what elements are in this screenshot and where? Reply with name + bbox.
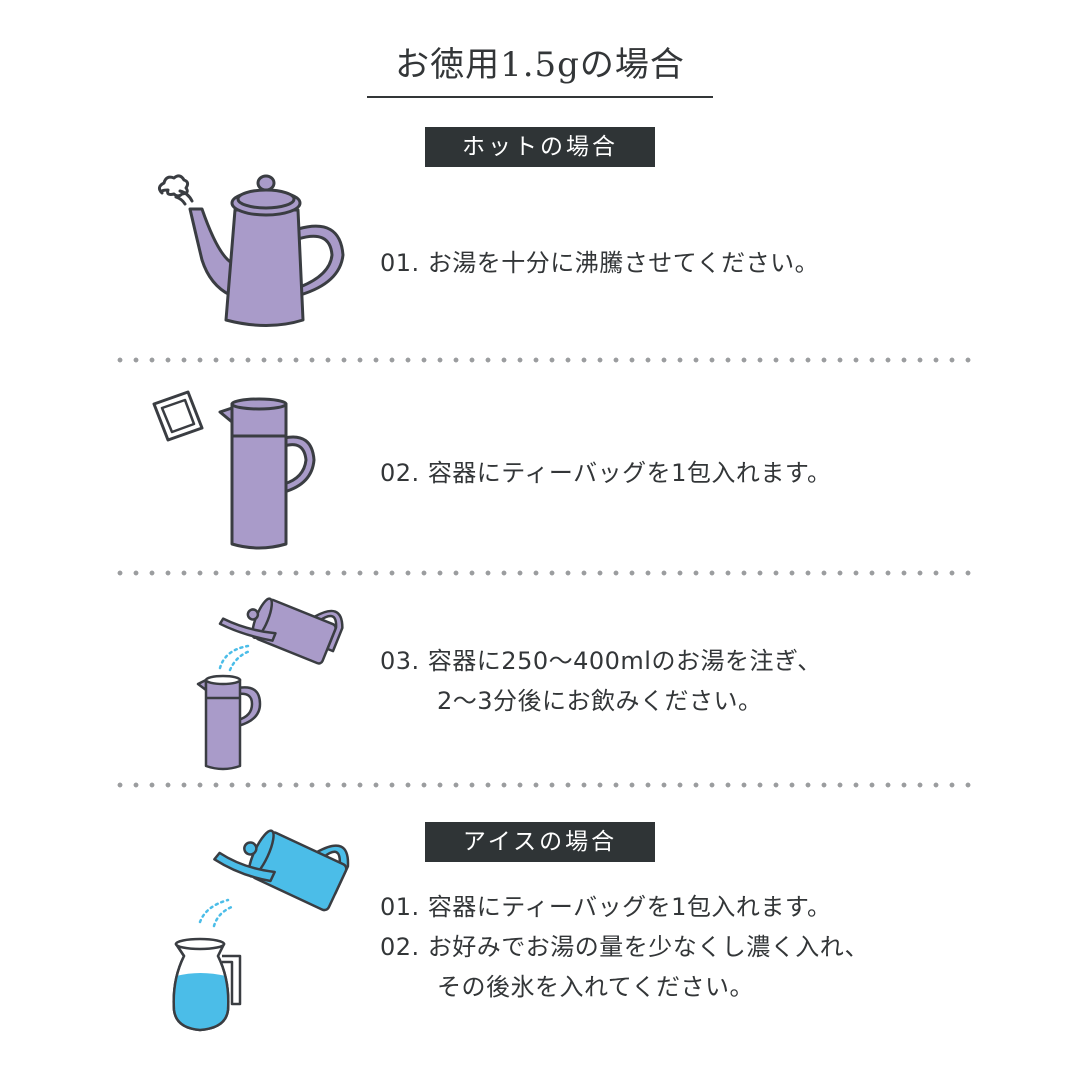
dotted-separator [112,782,972,788]
hot-section-banner: ホットの場合 [425,127,655,167]
step-number: 03. [380,647,420,675]
ice-section-banner: アイスの場合 [425,822,655,862]
step-text: お湯を十分に沸騰させてください。 [427,249,820,277]
step-text: 容器に250〜400mlのお湯を注ぎ、 [427,647,822,675]
step-number: 01. [380,249,420,277]
ice-step-1: 01. 容器にティーバッグを1包入れます。 [380,887,832,927]
step-number: 02. [380,933,420,961]
dotted-separator [112,570,972,576]
step-text: その後氷を入れてください。 [437,973,755,1001]
step-text: 容器にティーバッグを1包入れます。 [427,459,832,487]
boiling-kettle-icon [157,174,345,327]
hot-step-1: 01. お湯を十分に沸騰させてください。 [380,243,819,283]
ice-step-2: 02. お好みでお湯の量を少なくし濃く入れ、 [380,927,869,967]
step-number: 01. [380,893,420,921]
teabag-and-pitcher-icon [152,390,316,550]
step-number: 02. [380,459,420,487]
step-text: 2〜3分後にお飲みください。 [437,687,763,715]
ice-step-2-continued: その後氷を入れてください。 [380,967,754,1007]
hot-step-3: 03. 容器に250〜400mlのお湯を注ぎ、 [380,641,822,681]
dotted-separator [112,357,972,363]
hot-step-2: 02. 容器にティーバッグを1包入れます。 [380,453,832,493]
iced-tea-pouring-icon [172,829,350,1032]
page-title: お徳用1.5gの場合 [395,45,685,85]
step-text: お好みでお湯の量を少なくし濃く入れ、 [427,933,870,961]
hot-step-3-continued: 2〜3分後にお飲みください。 [380,681,763,721]
step-text: 容器にティーバッグを1包入れます。 [427,893,832,921]
pouring-kettle-icon [196,597,344,771]
title-underline [367,96,713,98]
